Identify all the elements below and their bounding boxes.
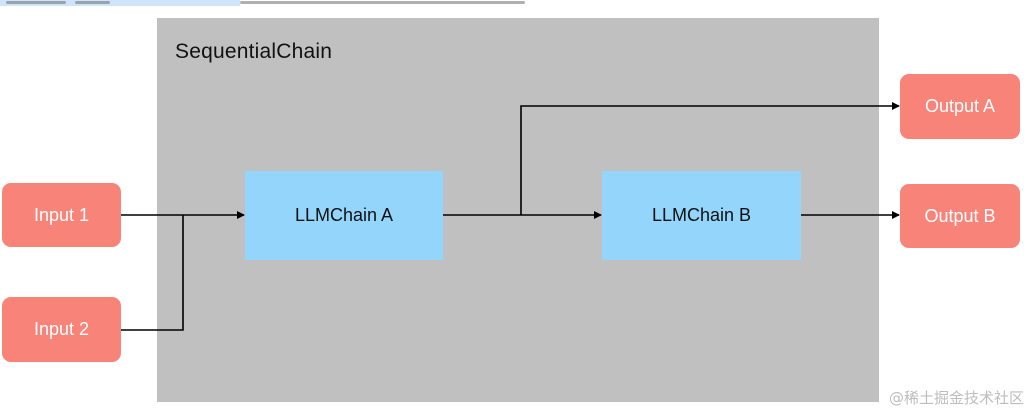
llmchain-b-node: LLMChain B [602, 171, 801, 260]
output-b-label: Output B [924, 205, 996, 226]
cropped-text-fragment [240, 1, 525, 4]
watermark: @稀土掘金技术社区 [888, 389, 1024, 407]
container-title: SequentialChain [175, 40, 333, 63]
input-1-node: Input 1 [2, 183, 121, 247]
cropped-text-fragment [75, 1, 110, 4]
output-b-node: Output B [900, 184, 1020, 248]
llmchain-a-node: LLMChain A [245, 171, 443, 260]
input-2-label: Input 2 [33, 319, 90, 339]
cropped-text-fragment [6, 1, 66, 4]
input-2-node: Input 2 [2, 297, 121, 362]
llmchain-a-label: LLMChain A [294, 205, 394, 225]
output-a-label: Output A [924, 96, 996, 116]
input-1-label: Input 1 [33, 204, 90, 225]
output-a-node: Output A [900, 74, 1020, 139]
text-highlight [0, 0, 240, 6]
llmchain-b-label: LLMChain B [651, 205, 752, 225]
cropped-text-strip [0, 0, 530, 6]
